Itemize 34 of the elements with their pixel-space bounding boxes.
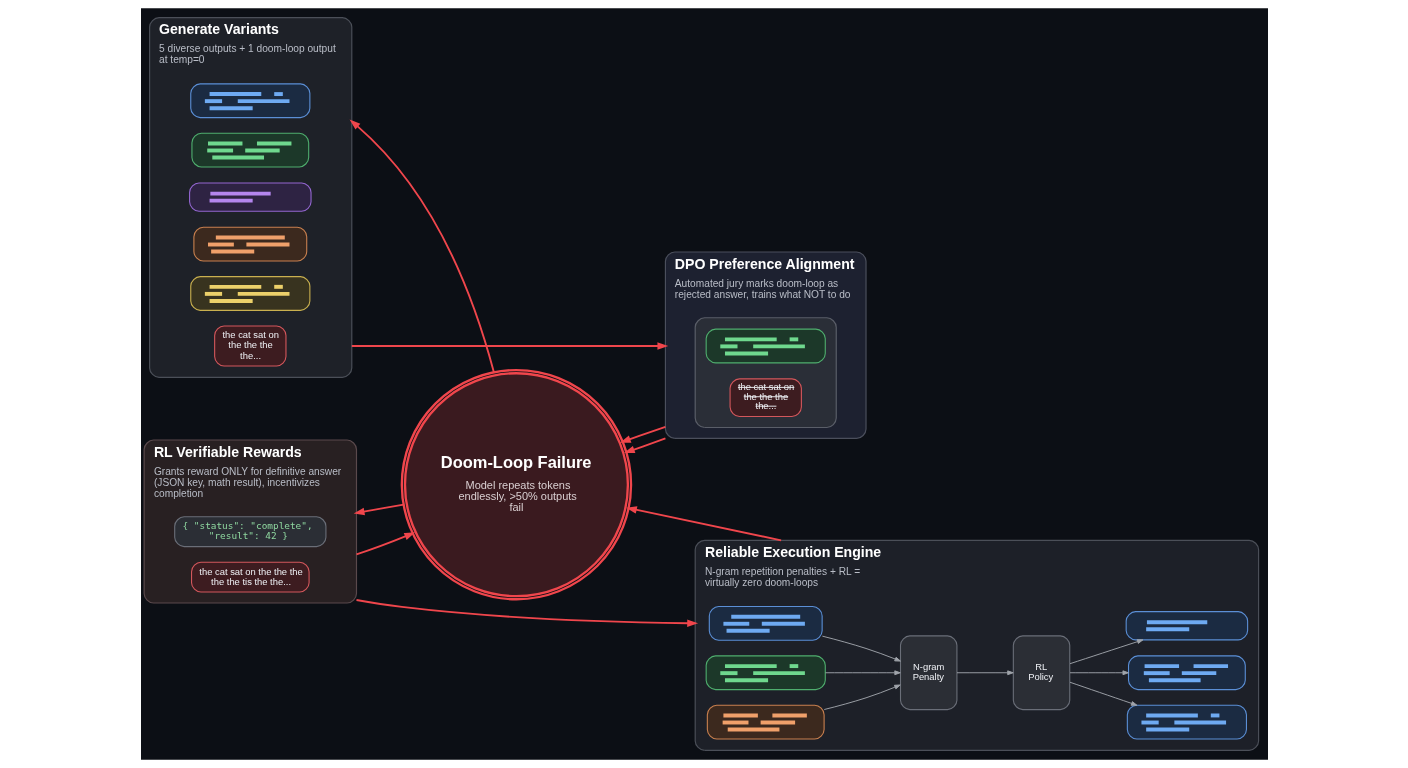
arrow xyxy=(1069,639,1143,665)
arrow xyxy=(821,635,901,662)
node-box: RL Policy xyxy=(1012,635,1070,711)
node-box: the cat sat on the the the the... xyxy=(213,325,286,367)
node-box xyxy=(1126,704,1247,740)
arrow xyxy=(1069,670,1129,676)
node-box: N-gram Penalty xyxy=(899,635,957,711)
node-box xyxy=(708,606,823,641)
node-box xyxy=(1127,655,1246,691)
node-box: { "status": "complete", "result": 42 } xyxy=(173,516,326,548)
node-box xyxy=(705,328,826,364)
node-box xyxy=(190,132,309,168)
arrow xyxy=(619,425,666,443)
cluster xyxy=(694,317,837,429)
node-box xyxy=(189,83,310,119)
arrow xyxy=(956,670,1014,676)
node-box xyxy=(192,226,307,262)
arrow xyxy=(355,532,415,556)
arrow xyxy=(824,670,901,676)
node-box xyxy=(189,276,310,311)
node-box xyxy=(706,704,825,740)
node-box xyxy=(705,655,826,691)
arrow xyxy=(349,119,495,374)
arrow xyxy=(823,684,901,710)
node-box xyxy=(1125,611,1248,641)
arrow xyxy=(1069,681,1137,706)
node-box xyxy=(188,182,312,212)
arrow xyxy=(355,599,698,627)
node-box: the cat sat on the the the the... xyxy=(729,378,802,418)
node-box: the cat sat on the the the the the tis the the... xyxy=(190,561,310,593)
arrow xyxy=(625,506,782,542)
arrow xyxy=(623,437,666,454)
arrow xyxy=(350,342,668,350)
arrow xyxy=(353,503,404,516)
